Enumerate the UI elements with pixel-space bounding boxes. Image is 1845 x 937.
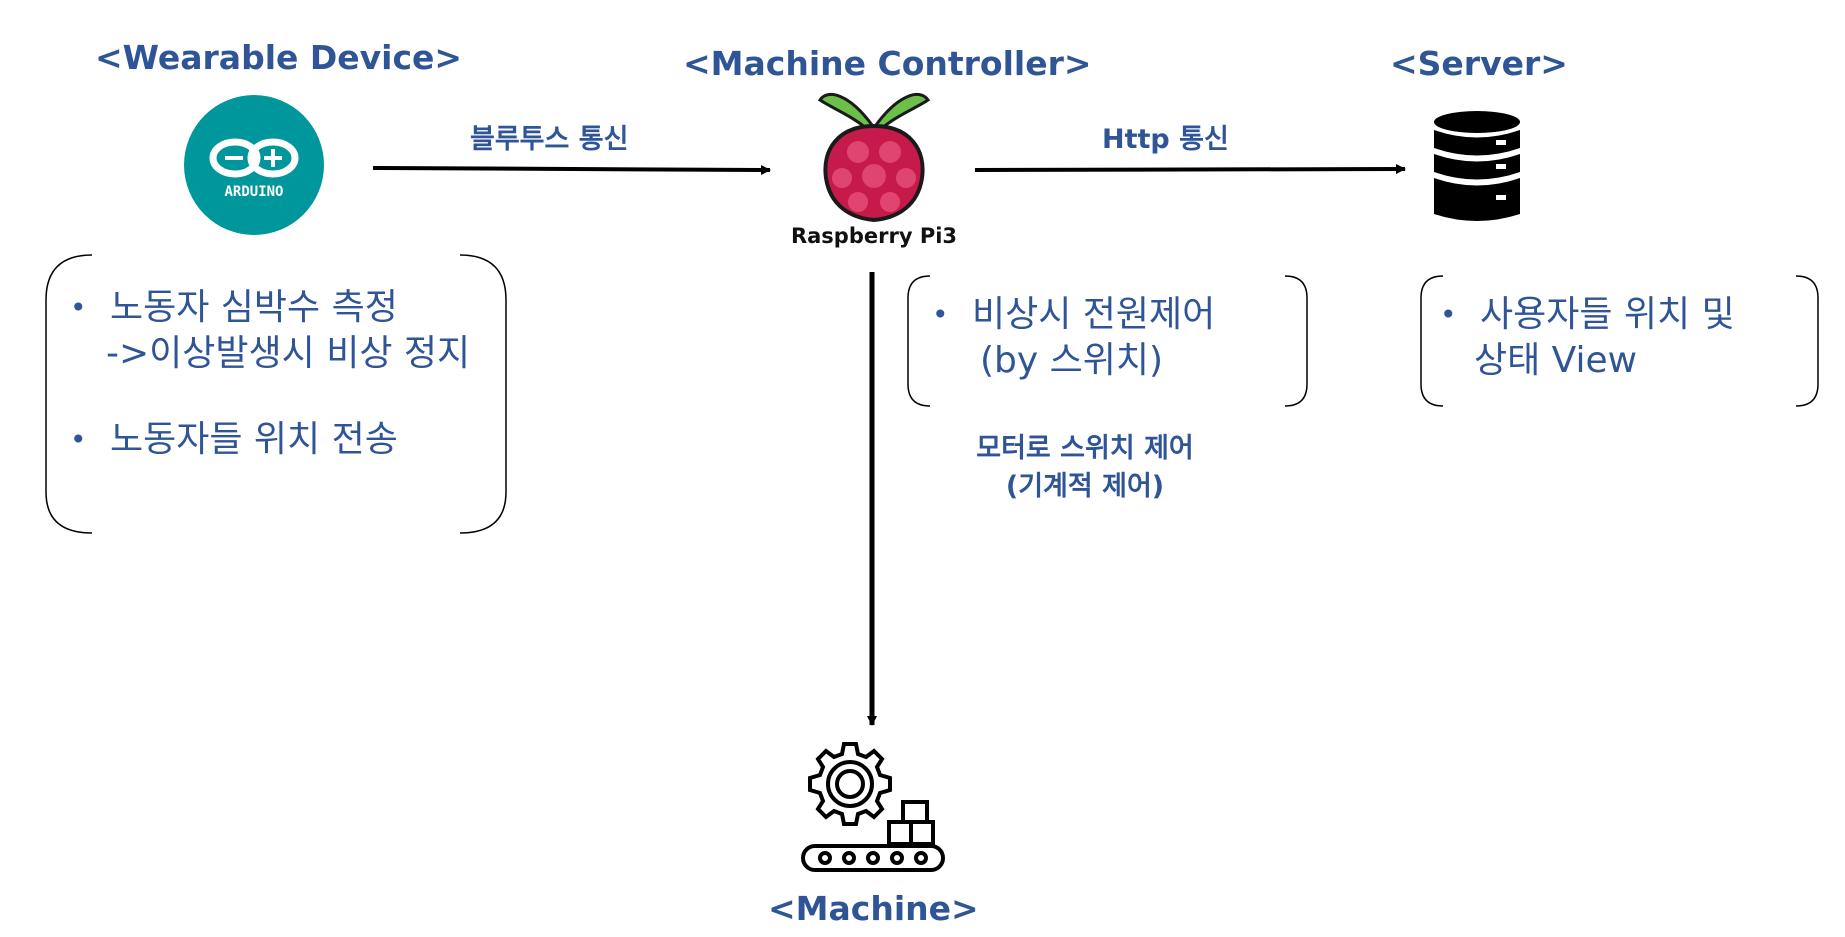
server-notes: 사용자들 위치 및 상태 View <box>1420 292 1735 384</box>
server-note-item-1: 사용자들 위치 및 <box>1420 292 1735 338</box>
wearable-note-item-1-line1: 노동자 심박수 측정 <box>110 287 398 328</box>
raspberry-pi-icon: Raspberry Pi3 <box>791 92 957 248</box>
database-icon <box>1434 111 1520 221</box>
wearable-notes-brackets <box>45 254 507 534</box>
machine-controller-title: <Machine Controller> <box>683 44 1092 83</box>
controller-notes: 비상시 전원제어 (by 스위치) <box>912 292 1215 384</box>
http-edge-label: Http 통신 <box>1102 124 1229 155</box>
factory-machine-icon <box>801 742 945 872</box>
arrow-wearable-to-controller <box>372 164 771 175</box>
controller-note-item-1-line1: 비상시 전원제어 <box>972 294 1216 335</box>
wearable-note-item-2-text: 노동자들 위치 전송 <box>110 419 398 460</box>
controller-note-item-1-line2: (by 스위치) <box>980 340 1164 381</box>
wearable-note-item-1: 노동자 심박수 측정 <box>50 285 470 331</box>
controller-notes-brackets <box>907 275 1308 407</box>
controller-note-item-1: 비상시 전원제어 <box>912 292 1215 338</box>
arrow-controller-to-server <box>974 164 1406 175</box>
motor-switch-label-line1: 모터로 스위치 제어 <box>976 433 1194 464</box>
server-note-item-1-line1: 사용자들 위치 및 <box>1480 294 1735 335</box>
server-notes-brackets <box>1420 275 1819 407</box>
server-note-item-1-line2: 상태 View <box>1474 340 1638 381</box>
motor-switch-label-line2: (기계적 제어) <box>1005 471 1165 502</box>
arduino-logo-text: ARDUINO <box>224 184 283 200</box>
wearable-note-item-1-line2: ->이상발생시 비상 정지 <box>106 333 471 374</box>
arduino-logo-icon: ARDUINO <box>184 95 324 235</box>
raspberry-pi-logo-text: Raspberry Pi3 <box>791 224 957 248</box>
wearable-device-title: <Wearable Device> <box>95 38 463 77</box>
wearable-note-item-2: 노동자들 위치 전송 <box>50 417 470 463</box>
bluetooth-edge-label: 블루투스 통신 <box>470 124 629 155</box>
machine-title: <Machine> <box>768 889 979 928</box>
motor-switch-edge-label: 모터로 스위치 제어 (기계적 제어) <box>935 430 1235 506</box>
server-title: <Server> <box>1390 44 1568 83</box>
wearable-notes: 노동자 심박수 측정 ->이상발생시 비상 정지 노동자들 위치 전송 <box>50 285 470 463</box>
